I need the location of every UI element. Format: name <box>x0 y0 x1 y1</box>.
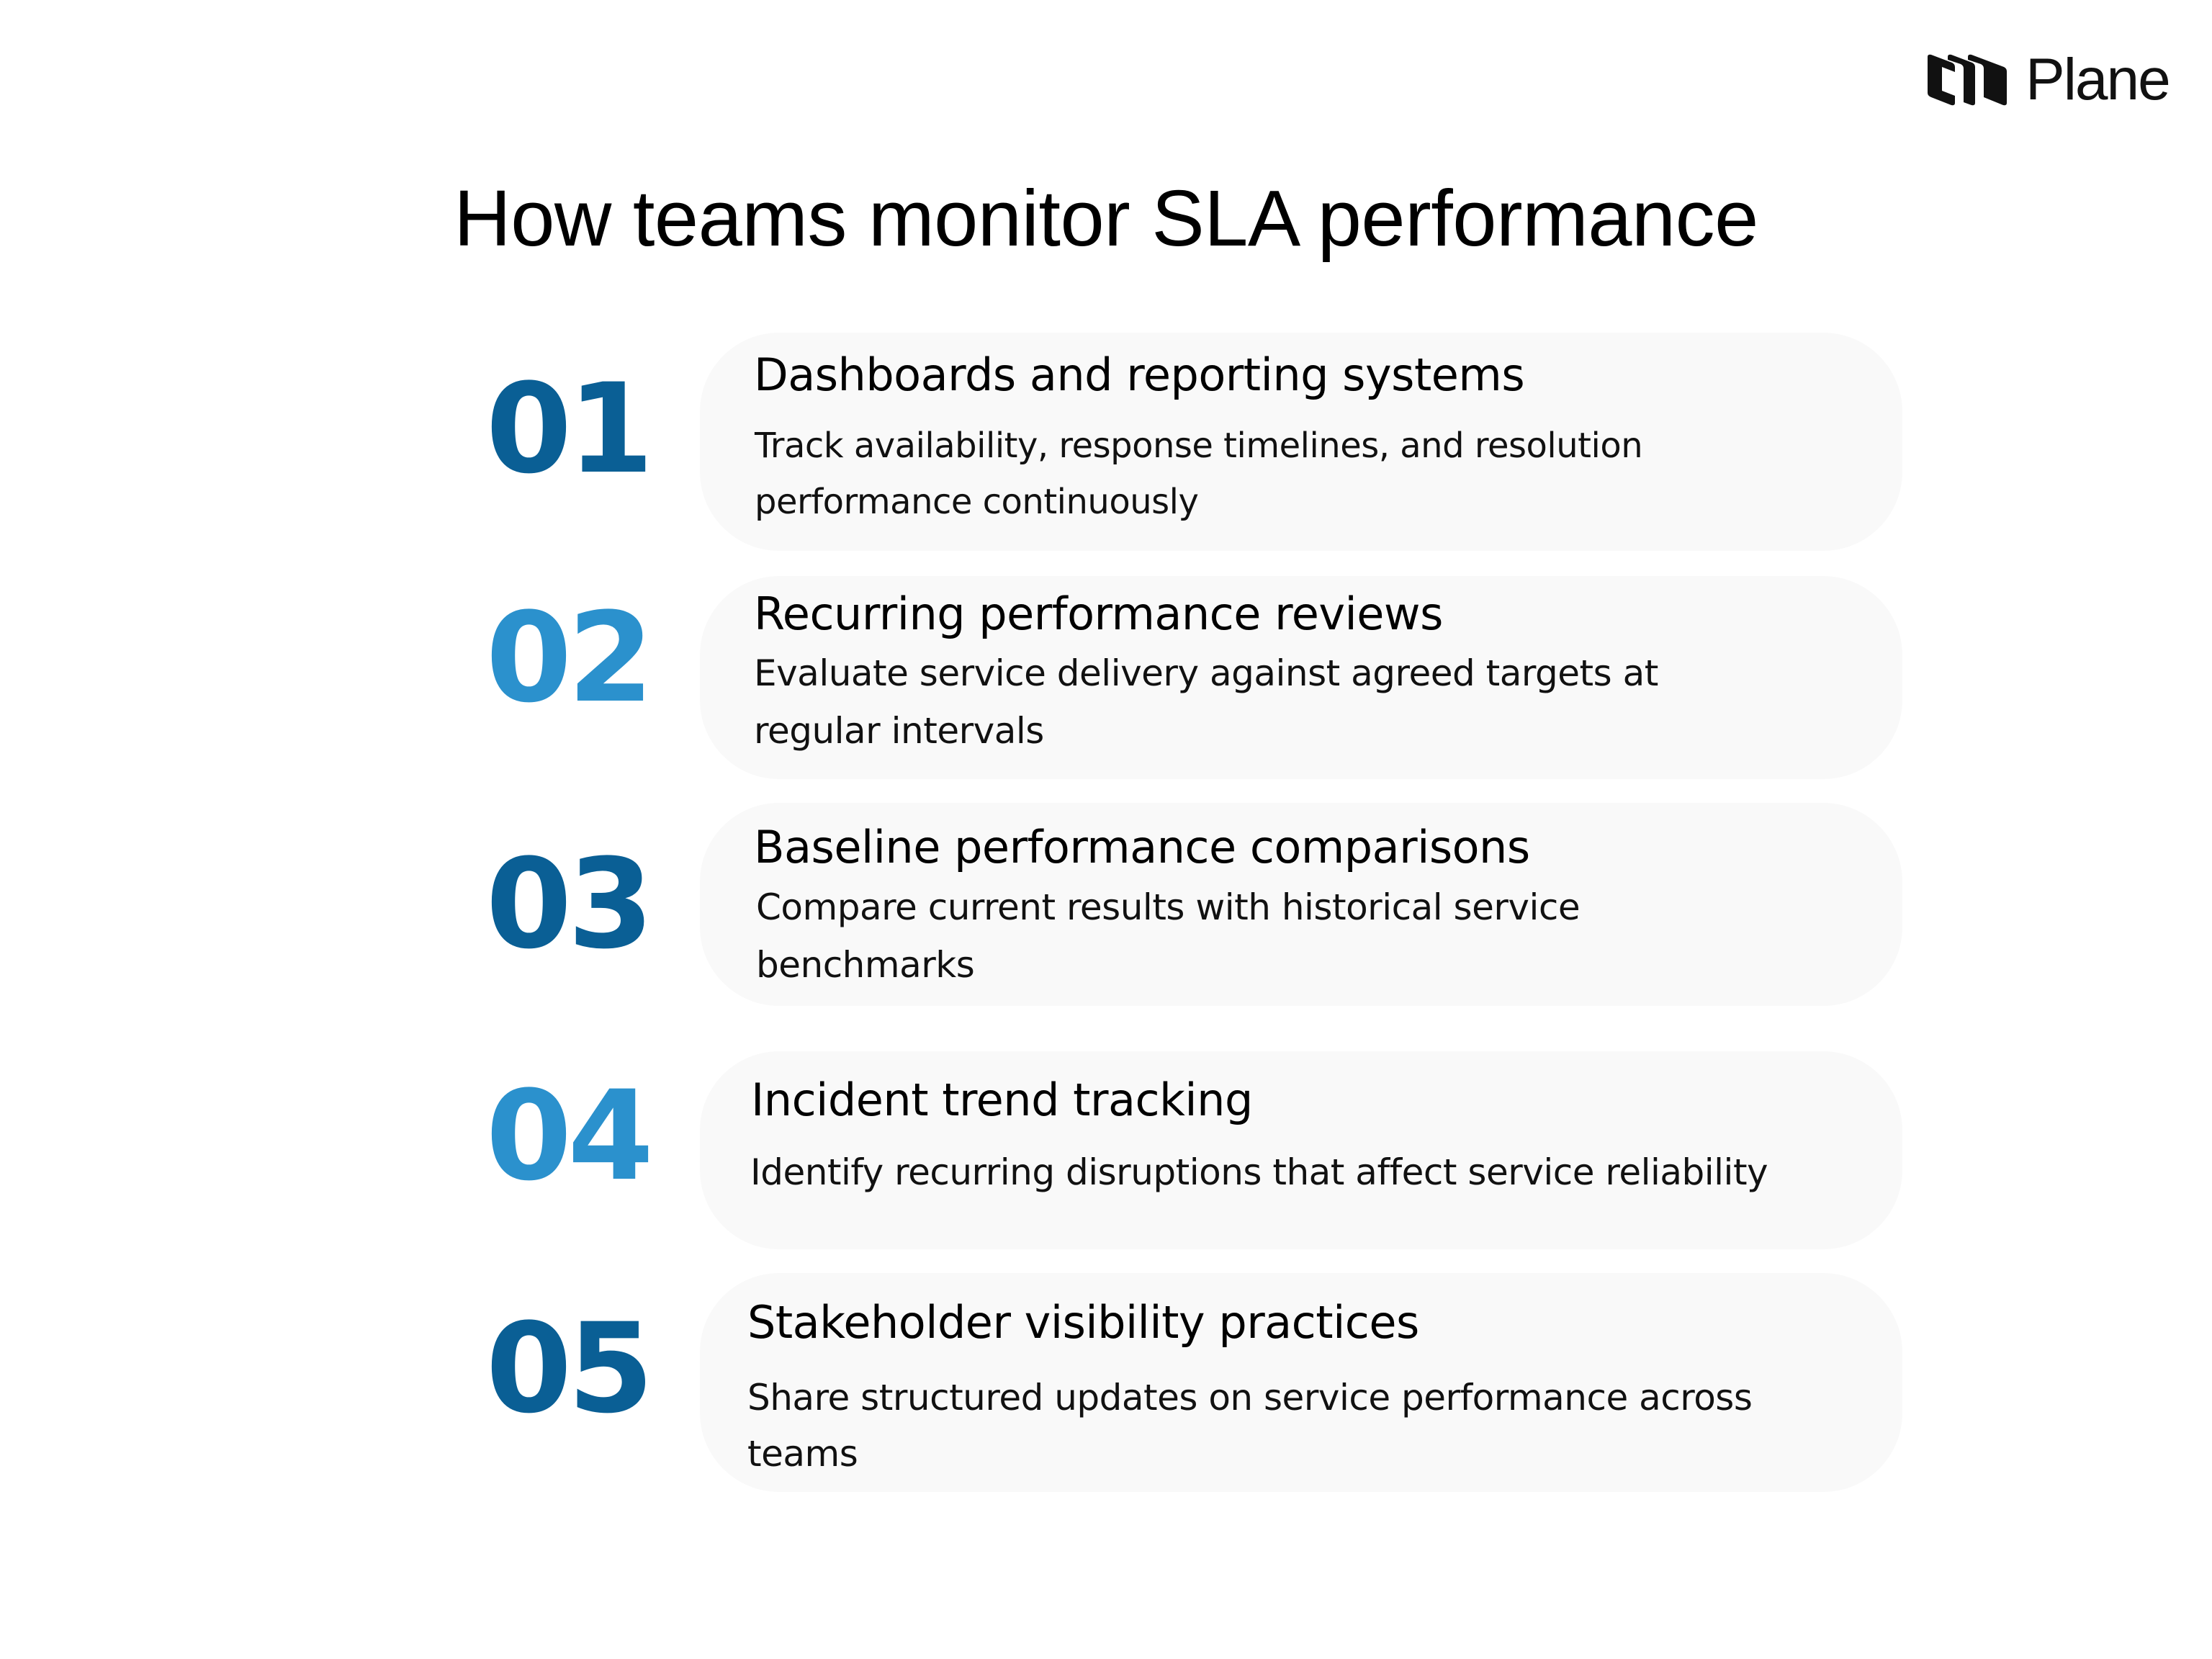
step-number: 03 <box>485 832 654 976</box>
brand-name: Plane <box>2026 47 2171 112</box>
step-title: Incident trend tracking <box>751 1074 1253 1126</box>
step-card <box>700 1273 1902 1492</box>
step-description: Evaluate service delivery against agreed… <box>754 652 1658 752</box>
step-number: 02 <box>485 585 654 730</box>
step-number: 01 <box>485 356 654 501</box>
step-title: Dashboards and reporting systems <box>754 349 1525 401</box>
step-title: Baseline performance comparisons <box>754 821 1530 873</box>
step-number: 05 <box>485 1296 654 1441</box>
step-description: Identify recurring disruptions that affe… <box>750 1151 1768 1193</box>
step-card <box>700 333 1902 551</box>
step-description: Track availability, response timelines, … <box>755 426 1643 522</box>
step-description: Share structured updates on service perf… <box>747 1377 1753 1475</box>
brand-logo: Plane <box>1928 47 2171 112</box>
plane-logo-icon <box>1928 54 2007 106</box>
step-description: Compare current results with historical … <box>756 886 1581 986</box>
step-card <box>700 576 1902 779</box>
step-number: 04 <box>485 1064 654 1208</box>
step-card <box>700 1051 1902 1249</box>
step-card <box>700 803 1902 1006</box>
step-title: Stakeholder visibility practices <box>747 1296 1419 1349</box>
step-title: Recurring performance reviews <box>754 588 1443 640</box>
page-title: How teams monitor SLA performance <box>454 174 1758 263</box>
